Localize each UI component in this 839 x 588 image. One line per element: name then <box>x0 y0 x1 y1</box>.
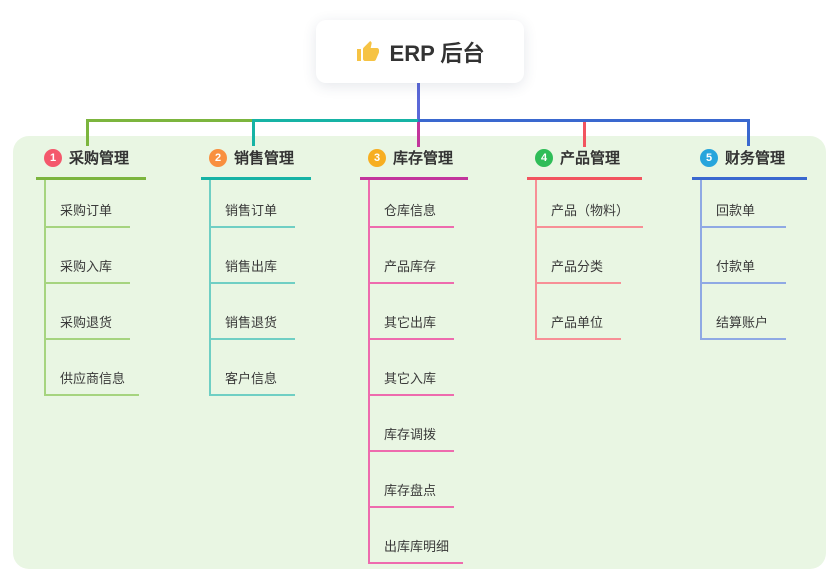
child-list-product: 产品（物料） 产品分类 产品单位 <box>535 172 644 340</box>
child-node[interactable]: 产品分类 <box>535 228 621 284</box>
child-list-inventory: 仓库信息 产品库存 其它出库 其它入库 库存调拨 库存盘点 出库库明细 <box>368 172 464 564</box>
connector-drop-purchase <box>86 119 89 146</box>
branch-label: 库存管理 <box>393 150 454 167</box>
branch-label: 销售管理 <box>234 150 295 167</box>
connector-segment-right <box>418 119 750 122</box>
child-node[interactable]: 采购入库 <box>44 228 130 284</box>
child-node[interactable]: 库存盘点 <box>368 452 454 508</box>
branch-label: 财务管理 <box>725 150 786 167</box>
child-connector-line-inventory <box>368 179 370 564</box>
child-node[interactable]: 库存调拨 <box>368 396 454 452</box>
branch-label: 采购管理 <box>69 150 130 167</box>
child-node[interactable]: 回款单 <box>700 172 786 228</box>
child-node[interactable]: 其它出库 <box>368 284 454 340</box>
branch-label: 产品管理 <box>560 150 621 167</box>
child-node[interactable]: 供应商信息 <box>44 340 140 396</box>
child-node[interactable]: 付款单 <box>700 228 786 284</box>
child-node[interactable]: 产品库存 <box>368 228 454 284</box>
child-connector-line-product <box>535 179 537 340</box>
branch-number-badge: 2 <box>209 148 227 167</box>
branch-node-sales[interactable]: 2 销售管理 <box>201 147 311 180</box>
child-node[interactable]: 仓库信息 <box>368 172 454 228</box>
child-list-sales: 销售订单 销售出库 销售退货 客户信息 <box>209 172 295 396</box>
branch-node-product[interactable]: 4 产品管理 <box>527 147 642 180</box>
root-node-label: ERP 后台 <box>389 40 485 66</box>
root-node-erp[interactable]: ERP 后台 <box>316 20 524 83</box>
child-connector-line-purchase <box>44 179 46 396</box>
child-list-purchase: 采购订单 采购入库 采购退货 供应商信息 <box>44 172 140 396</box>
child-node[interactable]: 产品单位 <box>535 284 621 340</box>
child-node[interactable]: 结算账户 <box>700 284 786 340</box>
connector-drop-finance <box>747 119 750 146</box>
branch-number-badge: 3 <box>368 148 386 167</box>
child-connector-line-finance <box>700 179 702 340</box>
child-node[interactable]: 销售出库 <box>209 228 295 284</box>
child-node[interactable]: 出库库明细 <box>368 508 464 564</box>
branch-number-badge: 5 <box>700 148 718 167</box>
child-node[interactable]: 客户信息 <box>209 340 295 396</box>
child-node[interactable]: 产品（物料） <box>535 172 644 228</box>
connector-drop-sales <box>252 119 255 146</box>
mindmap-backdrop-panel <box>13 136 826 569</box>
child-node[interactable]: 采购退货 <box>44 284 130 340</box>
thumbs-up-icon <box>356 40 379 61</box>
branch-node-inventory[interactable]: 3 库存管理 <box>360 147 468 180</box>
child-list-finance: 回款单 付款单 结算账户 <box>700 172 786 340</box>
branch-node-finance[interactable]: 5 财务管理 <box>692 147 807 180</box>
child-connector-line-sales <box>209 179 211 396</box>
connector-segment-purchase <box>86 119 252 122</box>
connector-drop-product <box>583 122 586 147</box>
child-node[interactable]: 其它入库 <box>368 340 454 396</box>
child-node[interactable]: 销售退货 <box>209 284 295 340</box>
branch-number-badge: 1 <box>44 148 62 167</box>
branch-node-purchase[interactable]: 1 采购管理 <box>36 147 146 180</box>
child-node[interactable]: 采购订单 <box>44 172 130 228</box>
root-connector-line <box>417 83 420 120</box>
connector-segment-sales <box>252 119 418 122</box>
child-node[interactable]: 销售订单 <box>209 172 295 228</box>
connector-drop-inventory <box>417 122 420 147</box>
branch-number-badge: 4 <box>535 148 553 167</box>
